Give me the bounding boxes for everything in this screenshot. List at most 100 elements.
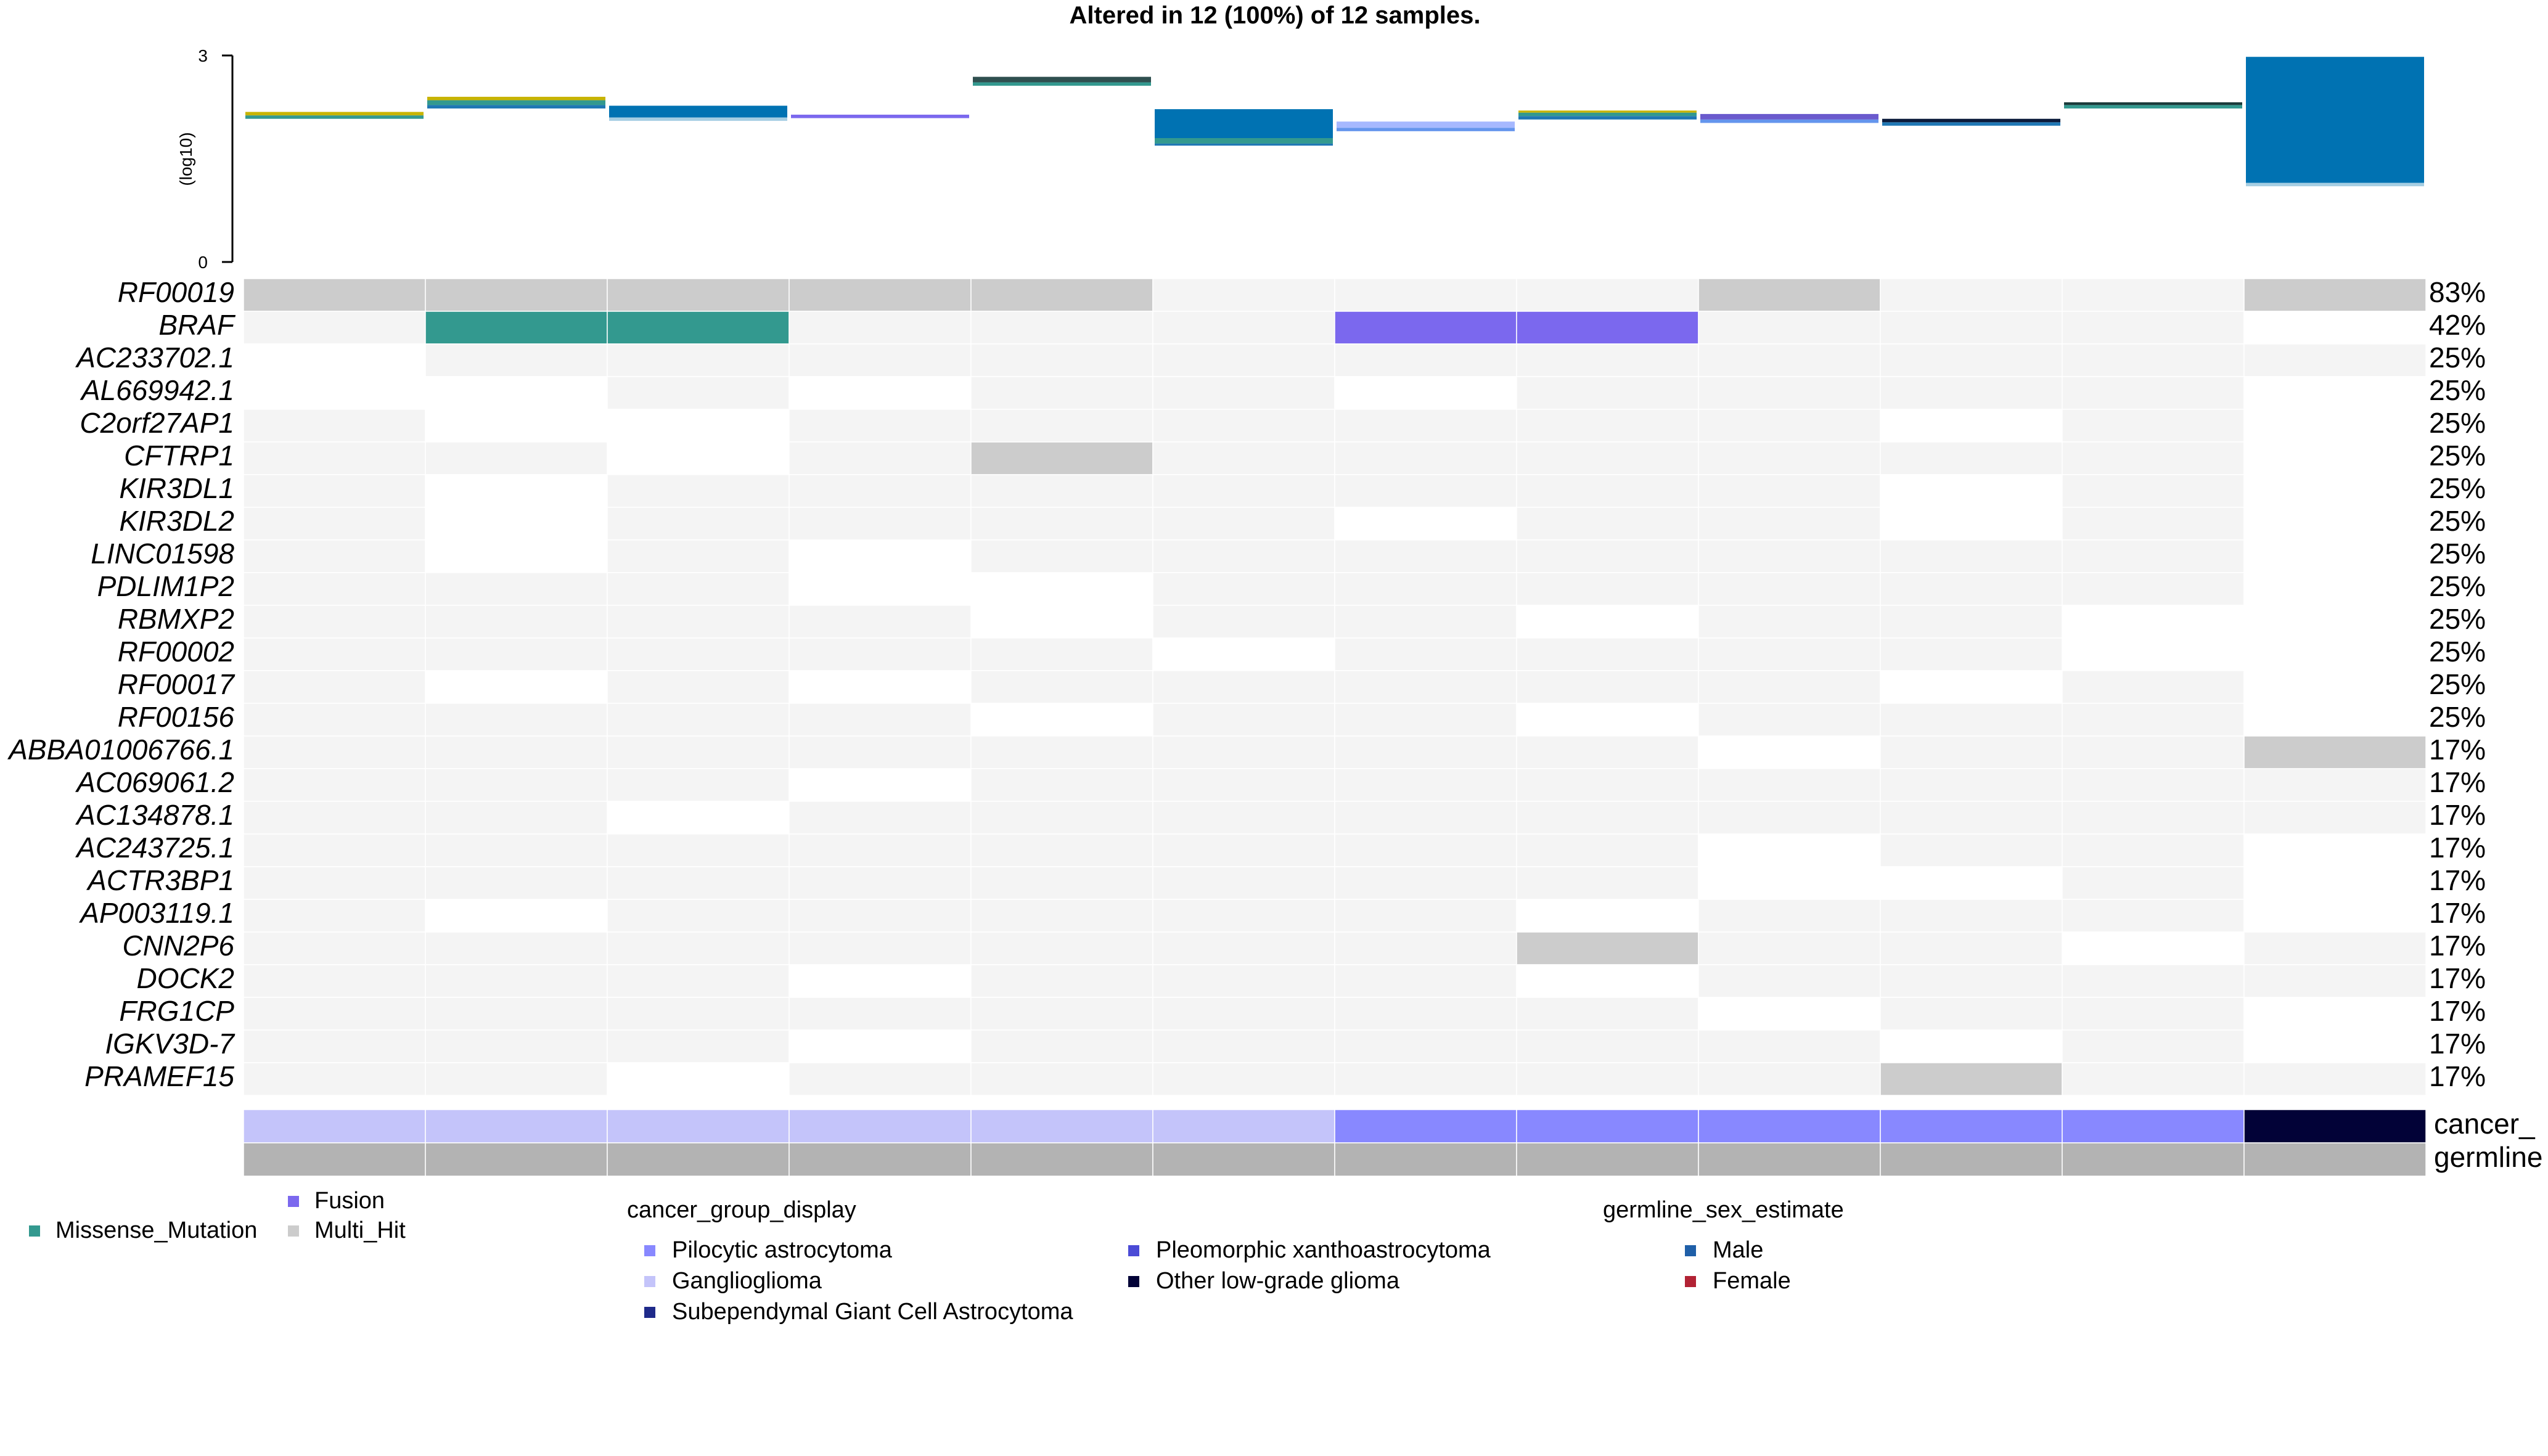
tmb-tick-label-min: 0 xyxy=(198,253,208,272)
annotation-cell xyxy=(1880,1142,2063,1177)
tmb-bar-segment xyxy=(427,105,605,108)
oncoprint-cell xyxy=(1334,311,1517,345)
gene-percent-label: 25% xyxy=(2429,701,2486,733)
oncoprint-cell xyxy=(2243,866,2427,900)
oncoprint-cell xyxy=(1516,278,1699,312)
oncoprint-cell xyxy=(1334,997,1517,1031)
oncoprint-cell xyxy=(970,343,1153,377)
tmb-bar-segment xyxy=(1155,109,1333,138)
gene-label: AC069061.2 xyxy=(75,766,234,798)
oncoprint-cell xyxy=(1880,931,2063,965)
oncoprint-cell xyxy=(1152,343,1335,377)
oncoprint-cell xyxy=(243,539,426,573)
oncoprint-cell xyxy=(243,572,426,606)
gene-percent-label: 17% xyxy=(2429,962,2486,994)
oncoprint-cell xyxy=(2243,605,2427,639)
oncoprint-cell xyxy=(2243,899,2427,933)
oncoprint-cell xyxy=(425,572,608,606)
oncoprint-cell xyxy=(970,899,1153,933)
oncoprint-cell xyxy=(1152,768,1335,802)
legend-swatch xyxy=(1128,1245,1139,1256)
oncoprint-cell xyxy=(1152,997,1335,1031)
tmb-bar-segment xyxy=(1518,116,1697,120)
oncoprint-cell xyxy=(1334,474,1517,508)
oncoprint-cell xyxy=(1880,409,2063,443)
oncoprint-cell xyxy=(1152,376,1335,410)
oncoprint-cell xyxy=(2243,376,2427,410)
oncoprint-cell xyxy=(1880,343,2063,377)
oncoprint-cell xyxy=(2243,278,2427,312)
oncoprint-cell xyxy=(789,1062,972,1096)
oncoprint-cell xyxy=(1334,343,1517,377)
oncoprint-cell xyxy=(1516,931,1699,965)
annotation-cell xyxy=(1152,1142,1335,1177)
oncoprint-cell xyxy=(2062,997,2245,1031)
oncoprint-cell xyxy=(243,899,426,933)
oncoprint-cell xyxy=(789,801,972,835)
oncoprint-cell xyxy=(1152,801,1335,835)
oncoprint-cell xyxy=(425,605,608,639)
oncoprint-cell xyxy=(1516,539,1699,573)
oncoprint-cell xyxy=(1152,539,1335,573)
tmb-bar-segment xyxy=(245,112,424,116)
oncoprint-cell xyxy=(1334,278,1517,312)
legend-label: Fusion xyxy=(314,1188,385,1214)
oncoprint-cell xyxy=(1516,409,1699,443)
oncoprint-cell xyxy=(2062,1062,2245,1096)
oncoprint-cell xyxy=(2062,964,2245,998)
oncoprint-cell xyxy=(1334,833,1517,867)
tmb-bar-segment xyxy=(1882,118,2060,123)
gene-percent-label: 25% xyxy=(2429,636,2486,668)
oncoprint-cell xyxy=(243,376,426,410)
annotation-cell xyxy=(970,1109,1153,1143)
oncoprint-cell xyxy=(1698,931,1881,965)
tmb-bar-segment xyxy=(609,117,787,121)
oncoprint-cell xyxy=(789,507,972,541)
oncoprint-cell xyxy=(2062,768,2245,802)
oncoprint-cell xyxy=(970,376,1153,410)
oncoprint-cell xyxy=(2243,801,2427,835)
oncoprint-cell xyxy=(243,801,426,835)
tmb-bar-segment xyxy=(973,76,1151,83)
oncoprint-cell xyxy=(970,703,1153,737)
oncoprint-cell xyxy=(1152,409,1335,443)
oncoprint-cell xyxy=(1880,539,2063,573)
oncoprint-cell xyxy=(789,637,972,671)
oncoprint-cell xyxy=(789,605,972,639)
oncoprint-cell xyxy=(2243,441,2427,475)
gene-percent-label: 17% xyxy=(2429,864,2486,896)
oncoprint-cell xyxy=(789,539,972,573)
oncoprint-cell xyxy=(789,964,972,998)
oncoprint-cell xyxy=(1334,605,1517,639)
oncoprint-cell xyxy=(2062,539,2245,573)
legend-swatch xyxy=(644,1276,655,1287)
oncoprint-cell xyxy=(607,964,790,998)
oncoprint-cell xyxy=(607,670,790,704)
annotation-cell xyxy=(1880,1109,2063,1143)
oncoprint-cell xyxy=(607,833,790,867)
oncoprint-cell xyxy=(425,964,608,998)
oncoprint-cell xyxy=(2062,637,2245,671)
oncoprint-cell xyxy=(1698,866,1881,900)
oncoprint-cell xyxy=(1698,572,1881,606)
oncoprint-cell xyxy=(1516,343,1699,377)
oncoprint-cell xyxy=(607,474,790,508)
oncoprint-cell xyxy=(243,1029,426,1063)
oncoprint-cell xyxy=(789,670,972,704)
oncoprint-cell xyxy=(1334,637,1517,671)
oncoprint-cell xyxy=(2243,409,2427,443)
oncoprint-cell xyxy=(1880,670,2063,704)
oncoprint-cell xyxy=(1516,311,1699,345)
oncoprint-cell xyxy=(1880,572,2063,606)
oncoprint-cell xyxy=(1152,637,1335,671)
tmb-bar-segment xyxy=(1337,128,1515,131)
legend-swatch xyxy=(644,1245,655,1256)
oncoprint-cell xyxy=(1152,474,1335,508)
oncoprint-cell xyxy=(789,768,972,802)
oncoprint-cell xyxy=(1698,409,1881,443)
tmb-bar-segment xyxy=(973,82,1151,86)
gene-percent-label: 25% xyxy=(2429,603,2486,635)
legend-swatch xyxy=(1128,1276,1139,1287)
oncoprint-cell xyxy=(2243,343,2427,377)
oncoprint-cell xyxy=(2062,801,2245,835)
